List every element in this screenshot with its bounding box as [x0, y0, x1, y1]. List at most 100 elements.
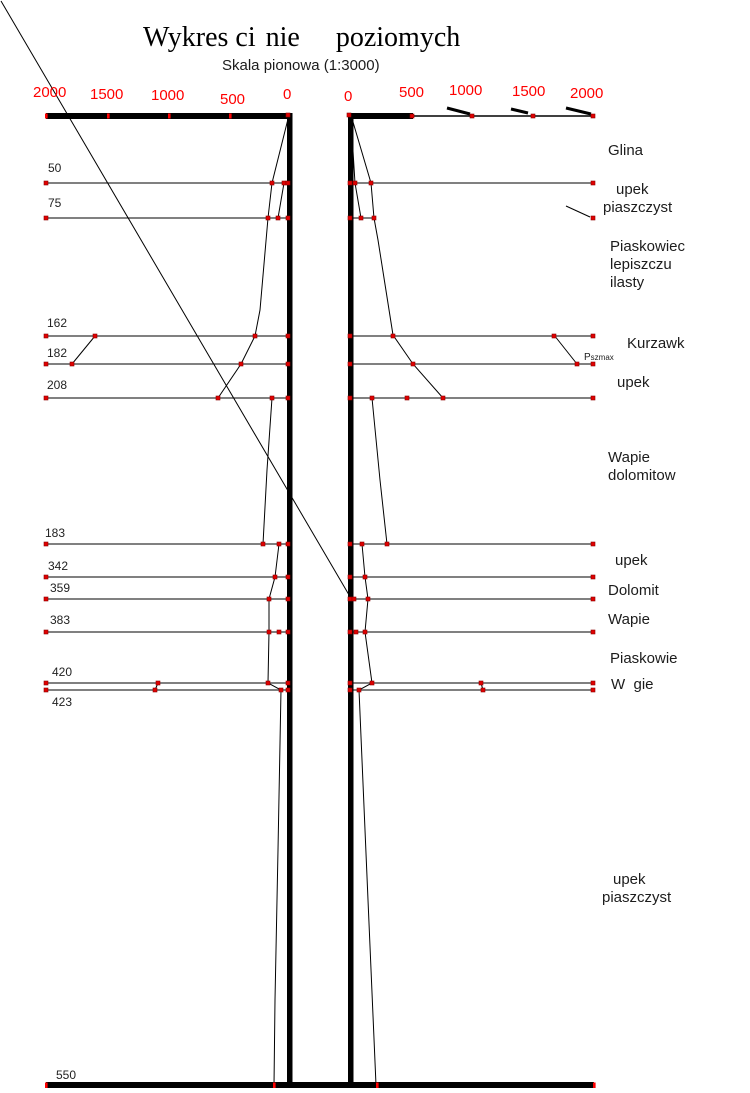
- pressure-curve-right-2: [371, 397, 388, 545]
- axis-red-square: [469, 113, 475, 119]
- bottom-axis-bar: [46, 1082, 594, 1088]
- layer-label-piaszczyst-2: piaszczyst: [603, 199, 673, 216]
- data-point-423-right: [590, 687, 596, 693]
- data-point-162-left: [43, 333, 49, 339]
- axis-label-left-0: 0: [283, 86, 292, 103]
- pressure-curve-left-3: [267, 543, 282, 1086]
- axis-label-right-1500: 1500: [512, 83, 546, 100]
- layer-label-upek-15: upek: [613, 871, 646, 888]
- pressure-curve-left-1: [277, 182, 285, 219]
- data-point-182-right: [574, 361, 580, 367]
- data-point-423-left: [152, 687, 158, 693]
- data-point-359-right: [351, 596, 357, 602]
- data-point-182-left: [43, 361, 49, 367]
- layer-label-ilasty-5: ilasty: [610, 274, 645, 291]
- data-point-359-right: [590, 596, 596, 602]
- data-point-342-left: [285, 574, 291, 580]
- layer-label-upek-1: upek: [616, 181, 649, 198]
- depth-label-183: 183: [45, 526, 66, 540]
- chart-title-part1: Wykres ci: [143, 22, 256, 53]
- data-point-182-right: [410, 361, 416, 367]
- data-point-50-left: [43, 180, 49, 186]
- axis-red-square: [346, 112, 352, 118]
- layer-label-piaskowie-13: Piaskowie: [610, 650, 678, 667]
- data-point-383-left: [285, 629, 291, 635]
- pressure-curve-right-1: [352, 121, 444, 399]
- pszmax-subscript: szmax: [590, 353, 614, 362]
- axis-label-right-1000: 1000: [449, 82, 483, 99]
- data-point-420-right: [590, 680, 596, 686]
- data-point-75-right: [358, 215, 364, 221]
- data-point-182-left: [285, 361, 291, 367]
- data-point-162-right: [347, 333, 353, 339]
- data-point-383-right: [362, 629, 368, 635]
- depth-label-182: 182: [47, 346, 68, 360]
- data-point-208-right: [404, 395, 410, 401]
- axis-label-left-500: 500: [220, 91, 246, 108]
- data-point-359-left: [266, 596, 272, 602]
- chart-title-part2: nie: [265, 22, 300, 53]
- top-axis-bar-right: [348, 113, 413, 119]
- pressure-curve-left-2: [262, 397, 273, 545]
- axis-red-square: [590, 113, 596, 119]
- pressure-curve-left-4: [71, 335, 96, 365]
- data-point-183-left: [43, 541, 49, 547]
- data-point-183-left: [276, 541, 282, 547]
- data-point-423-left: [278, 687, 284, 693]
- data-point-208-right: [590, 395, 596, 401]
- data-point-75-right: [590, 215, 596, 221]
- data-point-182-right: [590, 361, 596, 367]
- data-point-383-left: [43, 629, 49, 635]
- data-point-420-right: [478, 680, 484, 686]
- data-point-342-right: [347, 574, 353, 580]
- data-point-183-left: [285, 541, 291, 547]
- depth-label-162: 162: [47, 316, 68, 330]
- layer-label-kurzawk-6: Kurzawk: [627, 335, 685, 352]
- chart-title-part3: poziomych: [335, 22, 461, 53]
- data-point-50-right: [352, 180, 358, 186]
- depth-label-50: 50: [48, 161, 62, 175]
- depth-label-383: 383: [50, 613, 71, 627]
- data-point-420-right: [347, 680, 353, 686]
- data-point-50-right: [368, 180, 374, 186]
- axis-break-mark-2: [565, 106, 592, 116]
- data-point-50-left: [285, 180, 291, 186]
- axis-label-left-2000: 2000: [33, 84, 67, 101]
- data-point-50-left: [269, 180, 275, 186]
- pszmax-annotation: Pszmax: [584, 347, 614, 365]
- data-point-75-left: [265, 215, 271, 221]
- axis-red-tick: [168, 113, 171, 119]
- data-point-208-left: [215, 395, 221, 401]
- layer-label-wapie-8: Wapie: [608, 449, 650, 466]
- depth-label-208: 208: [47, 378, 68, 392]
- layer-label-wapie-12: Wapie: [608, 611, 650, 628]
- axis-red-tick: [45, 1082, 48, 1088]
- data-point-162-left: [92, 333, 98, 339]
- data-point-359-right: [365, 596, 371, 602]
- data-point-423-left: [285, 687, 291, 693]
- axis-label-right-2000: 2000: [570, 85, 604, 102]
- layer-label-dolomit-11: Dolomit: [608, 582, 659, 599]
- layer-label-piaskowiec-3: Piaskowiec: [610, 238, 686, 255]
- data-point-383-right: [353, 629, 359, 635]
- data-point-423-right: [356, 687, 362, 693]
- data-point-208-right: [369, 395, 375, 401]
- layer-label-w-gie-14: W gie: [611, 676, 654, 693]
- data-point-50-left: [281, 180, 287, 186]
- data-point-420-right: [369, 680, 375, 686]
- data-point-208-left: [43, 395, 49, 401]
- depth-label-420: 420: [52, 665, 73, 679]
- data-point-423-right: [480, 687, 486, 693]
- depth-label-75: 75: [48, 196, 62, 210]
- data-point-75-right: [371, 215, 377, 221]
- data-point-383-left: [266, 629, 272, 635]
- data-point-208-right: [440, 395, 446, 401]
- depth-label-342: 342: [48, 559, 69, 573]
- data-point-383-right: [590, 629, 596, 635]
- pszmax-symbol: P: [584, 352, 591, 363]
- data-point-342-left: [43, 574, 49, 580]
- axis-label-right-0: 0: [344, 88, 353, 105]
- pressure-curve-right-4: [553, 334, 578, 365]
- data-point-420-left: [155, 680, 161, 686]
- data-point-423-left: [43, 687, 49, 693]
